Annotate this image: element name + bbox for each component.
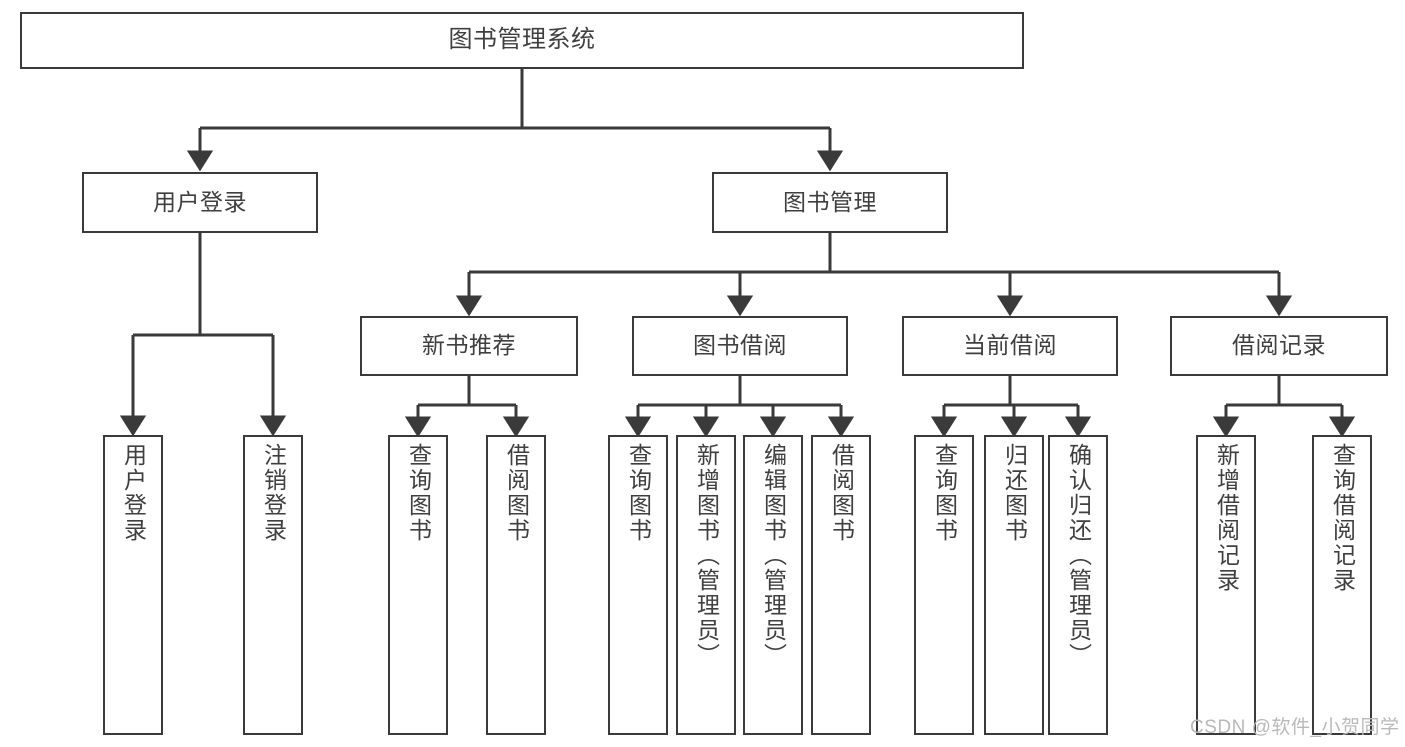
node-label: 新增借阅记录 — [1213, 443, 1240, 593]
node-label: 用户登录 — [153, 188, 247, 215]
node-borrow-record[interactable]: 借阅记录 — [1170, 316, 1388, 376]
node-label: 查询图书 — [405, 443, 432, 543]
node-label: 归还图书 — [1001, 443, 1028, 543]
node-leaf-edit-book[interactable]: 编辑图书（管理员） — [743, 435, 803, 735]
node-leaf-add-book[interactable]: 新增图书（管理员） — [676, 435, 736, 735]
node-leaf-user-logout[interactable]: 注销登录 — [243, 435, 303, 735]
node-new-book-recommend[interactable]: 新书推荐 — [360, 316, 578, 376]
node-book-borrow[interactable]: 图书借阅 — [632, 316, 848, 376]
node-label: 图书管理系统 — [448, 26, 596, 54]
node-label: 查询图书 — [625, 443, 652, 543]
node-label: 借阅记录 — [1232, 332, 1326, 359]
node-label: 用户登录 — [120, 443, 147, 543]
node-label: 图书管理 — [783, 188, 877, 215]
node-leaf-user-login[interactable]: 用户登录 — [103, 435, 163, 735]
node-label: 借阅图书 — [828, 443, 855, 543]
node-label: 注销登录 — [260, 443, 287, 543]
node-book-management[interactable]: 图书管理 — [712, 172, 948, 233]
node-leaf-borrow-book-recommend[interactable]: 借阅图书 — [486, 435, 546, 735]
node-leaf-confirm-return[interactable]: 确认归还（管理员） — [1048, 435, 1108, 735]
node-label: 查询借阅记录 — [1329, 443, 1356, 593]
node-label: 编辑图书（管理员） — [760, 443, 787, 668]
node-label: 确认归还（管理员） — [1065, 443, 1092, 668]
node-leaf-query-book-borrow[interactable]: 查询图书 — [608, 435, 668, 735]
node-label: 查询图书 — [931, 443, 958, 543]
node-label: 新增图书（管理员） — [693, 443, 720, 668]
node-label: 当前借阅 — [963, 332, 1057, 359]
node-user-login[interactable]: 用户登录 — [82, 172, 318, 233]
node-label: 新书推荐 — [422, 332, 516, 359]
node-label: 借阅图书 — [503, 443, 530, 543]
node-leaf-return-book[interactable]: 归还图书 — [984, 435, 1044, 735]
node-root-book-management-system[interactable]: 图书管理系统 — [20, 12, 1024, 69]
node-leaf-add-borrow-record[interactable]: 新增借阅记录 — [1196, 435, 1256, 735]
node-leaf-query-book-current[interactable]: 查询图书 — [914, 435, 974, 735]
node-leaf-borrow-book[interactable]: 借阅图书 — [811, 435, 871, 735]
node-leaf-query-borrow-record[interactable]: 查询借阅记录 — [1312, 435, 1372, 735]
node-leaf-query-book-recommend[interactable]: 查询图书 — [388, 435, 448, 735]
node-current-borrow[interactable]: 当前借阅 — [902, 316, 1118, 376]
node-label: 图书借阅 — [693, 332, 787, 359]
